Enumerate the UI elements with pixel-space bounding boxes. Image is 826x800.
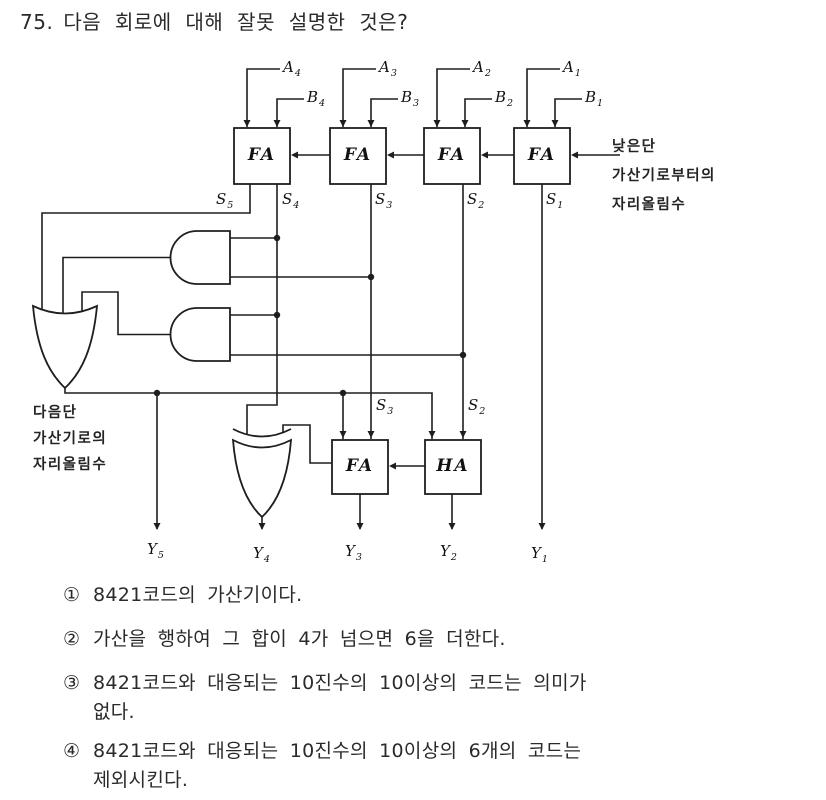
choice-2: ② 가산을 행하여 그 합이 4가 넘으면 6을 더한다. — [63, 625, 793, 654]
label-b3: B3 — [401, 88, 420, 109]
wire-a3 — [342, 68, 376, 127]
label-y3: Y3 — [345, 542, 362, 563]
fa-box-3 — [329, 127, 387, 185]
carry-out-note: 다음단 가산기로의 자리올림수 — [33, 405, 108, 473]
label-s3-mid: S3 — [376, 396, 394, 417]
question-title: 75. 다음 회로에 대해 잘못 설명한 것은? — [20, 6, 408, 35]
choice-2-marker: ② — [63, 628, 81, 650]
label-y1: Y1 — [531, 544, 548, 565]
label-s3: S3 — [375, 190, 393, 211]
wire-a1 — [526, 68, 560, 127]
and-gate-2 — [169, 307, 231, 362]
label-a1: A1 — [563, 58, 581, 79]
choice-3-marker: ③ — [63, 672, 81, 694]
label-y2: Y2 — [440, 542, 457, 563]
label-b4: B4 — [307, 88, 326, 109]
adder-boxes — [233, 127, 571, 495]
label-y4: Y4 — [253, 544, 270, 565]
label-s2-mid: S2 — [468, 396, 486, 417]
label-y5: Y5 — [147, 540, 164, 561]
fa-label-4: FA — [247, 145, 277, 165]
wire-s4 — [246, 184, 278, 434]
logic-gates — [31, 230, 293, 519]
circuit-svg — [31, 68, 620, 530]
fa-box-1 — [513, 127, 571, 185]
fa-label-3: FA — [343, 145, 373, 165]
fa-box-2 — [423, 127, 481, 185]
ha-box — [424, 439, 482, 495]
choice-3-text: 8421코드와 대응되는 10진수의 10이상의 코드는 의미가 — [93, 672, 587, 694]
wire-carry-correction — [64, 386, 433, 439]
circuit-wires — [41, 68, 620, 529]
ha-label: HA — [436, 456, 470, 476]
wire-b4 — [276, 98, 304, 127]
fa-label-1: FA — [527, 145, 557, 165]
choice-3-text-line2: 없다. — [93, 701, 135, 723]
label-s2: S2 — [467, 190, 485, 211]
choice-2-text: 가산을 행하여 그 합이 4가 넘으면 6을 더한다. — [93, 628, 506, 650]
fa-label-2: FA — [437, 145, 467, 165]
wire-and1-out — [62, 256, 182, 314]
wire-a2 — [436, 68, 470, 127]
label-a3: A3 — [379, 58, 397, 79]
question-text: 다음 회로에 대해 잘못 설명한 것은? — [63, 10, 409, 34]
fa-box-4 — [233, 127, 291, 185]
label-s5: S5 — [216, 190, 234, 211]
wire-b2 — [464, 98, 492, 127]
label-a4: A4 — [283, 58, 301, 79]
wire-a4 — [246, 68, 280, 127]
choice-4-marker: ④ — [63, 740, 81, 762]
and-gate-1 — [169, 230, 231, 285]
label-s1: S1 — [546, 190, 564, 211]
choice-4-text-line2: 제외시킨다. — [93, 769, 189, 791]
wire-b3 — [370, 98, 398, 127]
label-s4: S4 — [282, 190, 300, 211]
choice-1-marker: ① — [63, 584, 81, 606]
wire-b1 — [554, 98, 582, 127]
wire-fa-carry-to-xor — [282, 424, 332, 464]
wire-and2-out — [81, 291, 182, 336]
wire-s5 — [41, 184, 251, 311]
label-b2: B2 — [495, 88, 514, 109]
question-number: 75. — [20, 10, 54, 34]
label-b1: B1 — [585, 88, 604, 109]
choice-4: ④ 8421코드와 대응되는 10진수의 10이상의 6개의 코드는 제외시킨다. — [63, 737, 793, 795]
choice-4-text: 8421코드와 대응되는 10진수의 10이상의 6개의 코드는 — [93, 740, 582, 762]
fa-box-bottom — [331, 439, 389, 495]
fa-label-bottom: FA — [345, 456, 375, 476]
junction-dots — [153, 234, 467, 397]
choice-1: ① 8421코드의 가산기이다. — [63, 581, 793, 610]
label-a2: A2 — [473, 58, 491, 79]
xor-gate — [231, 438, 293, 519]
choice-3: ③ 8421코드와 대응되는 10진수의 10이상의 코드는 의미가 없다. — [63, 669, 793, 727]
xor-gate-input-arc — [232, 428, 292, 438]
carry-in-note: 낮은단 가산기로부터의 자리올림수 — [612, 139, 716, 213]
arrowheads — [153, 120, 578, 530]
choice-1-text: 8421코드의 가산기이다. — [93, 584, 303, 606]
or-gate — [31, 304, 99, 390]
